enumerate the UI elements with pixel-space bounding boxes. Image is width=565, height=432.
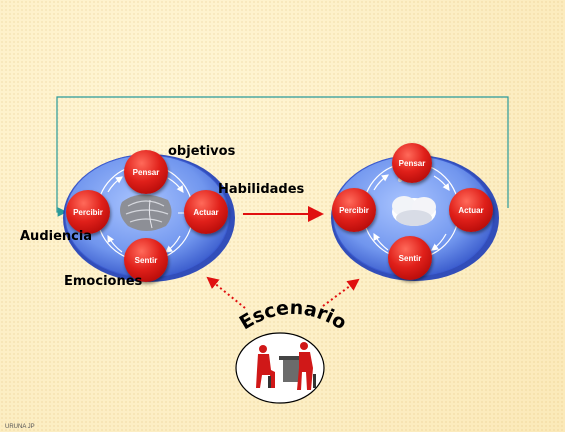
label-emociones: Emociones [64, 274, 143, 289]
label-habilidades: Habilidades [218, 182, 305, 197]
svg-text:Escenario: Escenario [236, 298, 350, 334]
left-node-percibir: Percibir [66, 190, 110, 234]
escenario-right-arrow [322, 278, 360, 307]
right-node-actuar-label: Actuar [458, 205, 484, 215]
left-node-actuar: Actuar [184, 190, 228, 234]
feedback-loop-line [56, 96, 509, 217]
right-node-actuar: Actuar [449, 188, 493, 232]
right-node-percibir-label: Percibir [339, 205, 369, 215]
right-node-sentir: Sentir [388, 236, 432, 280]
left-node-pensar-label: Pensar [132, 167, 160, 177]
left-brain-image [120, 194, 172, 231]
left-node-pensar: Pensar [124, 150, 168, 194]
label-objetivos: objetivos [168, 144, 236, 159]
right-node-percibir: Percibir [332, 188, 376, 232]
label-escenario-text: Escenario [236, 298, 350, 334]
left-node-sentir: Sentir [124, 238, 168, 282]
scenario-image [235, 332, 325, 404]
right-node-pensar-label: Pensar [398, 158, 426, 168]
left-node-actuar-label: Actuar [193, 207, 219, 217]
label-audiencia: Audiencia [20, 229, 93, 244]
left-node-percibir-label: Percibir [73, 207, 103, 217]
right-node-sentir-label: Sentir [398, 253, 422, 263]
footer-credit: URUNA JP [5, 424, 35, 430]
label-escenario: Escenario [236, 298, 350, 334]
right-model [331, 155, 499, 281]
right-node-pensar: Pensar [392, 143, 432, 183]
left-node-sentir-label: Sentir [134, 255, 158, 265]
right-cloud-image [392, 196, 436, 226]
